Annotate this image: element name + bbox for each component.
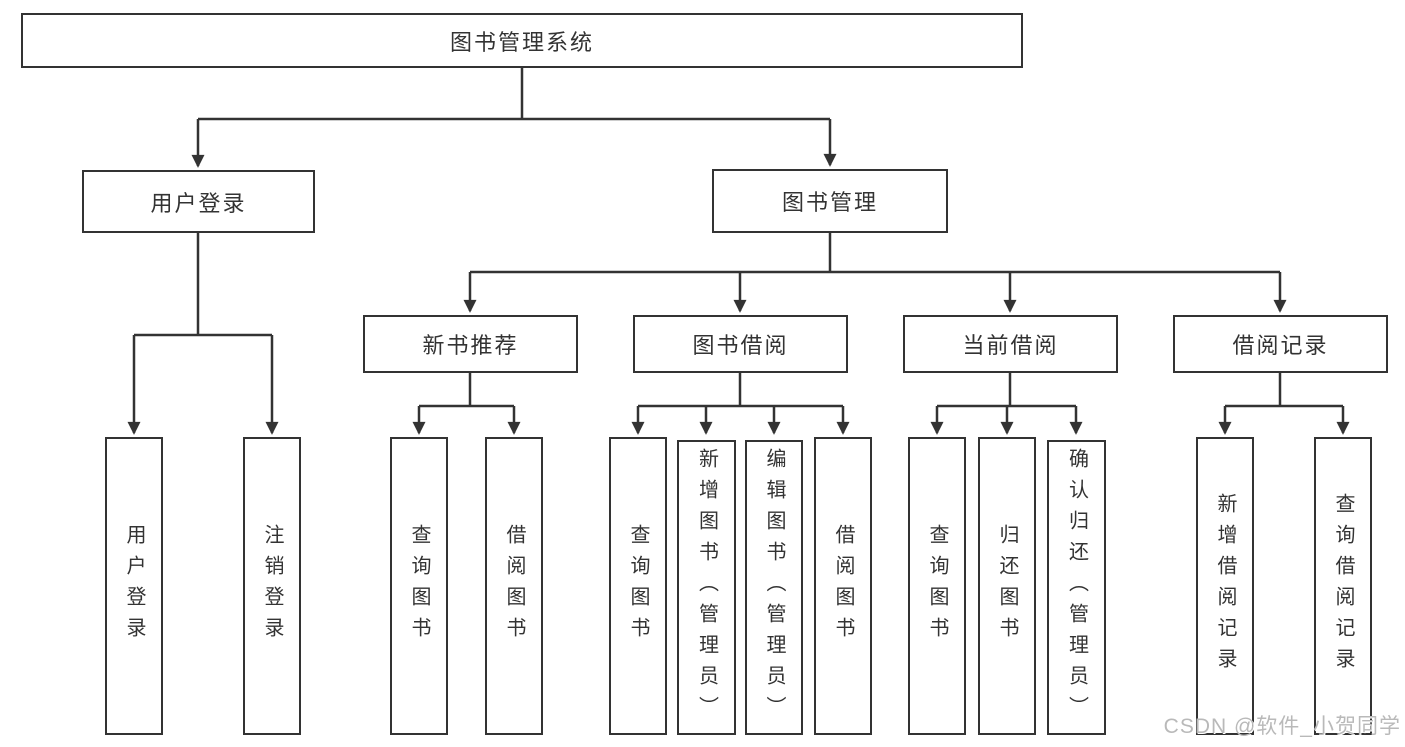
node-label: 用户登录: [150, 190, 247, 216]
leaf-return-books: 归还图书: [978, 437, 1036, 735]
node-borrowing-records: 借阅记录: [1173, 315, 1388, 373]
leaf-borrow-books-2: 借阅图书: [814, 437, 872, 735]
leaf-query-books-2: 查询图书: [609, 437, 667, 735]
node-label: 新增图书（管理员）: [695, 448, 718, 727]
node-library-management-system: 图书管理系统: [21, 13, 1023, 68]
node-label: 查询图书: [408, 524, 430, 648]
node-label: 借阅图书: [503, 524, 525, 648]
leaf-add-books-admin: 新增图书（管理员）: [677, 440, 736, 735]
leaf-edit-books-admin: 编辑图书（管理员）: [745, 440, 803, 735]
node-label: 借阅图书: [832, 524, 854, 648]
leaf-borrow-books-1: 借阅图书: [485, 437, 543, 735]
node-label: 新书推荐: [422, 333, 519, 358]
csdn-watermark: CSDN @软件_小贺同学: [1163, 715, 1401, 738]
node-label: 借阅记录: [1232, 333, 1329, 358]
node-label: 查询借阅记录: [1332, 493, 1354, 679]
node-new-book-recommendation: 新书推荐: [363, 315, 578, 373]
leaf-query-books-3: 查询图书: [908, 437, 966, 735]
leaf-logout: 注销登录: [243, 437, 301, 735]
leaf-user-login: 用户登录: [105, 437, 163, 735]
node-current-borrowing: 当前借阅: [903, 315, 1118, 373]
node-label: 新增借阅记录: [1214, 493, 1236, 679]
leaf-query-borrow-record: 查询借阅记录: [1314, 437, 1372, 735]
node-label: 图书管理系统: [449, 29, 594, 55]
node-book-borrowing: 图书借阅: [633, 315, 848, 373]
node-label: 图书管理: [781, 190, 878, 215]
node-label: 归还图书: [996, 524, 1018, 648]
leaf-confirm-return-admin: 确认归还（管理员）: [1047, 440, 1106, 735]
node-book-management: 图书管理: [712, 169, 948, 233]
leaf-query-books-1: 查询图书: [390, 437, 448, 735]
node-label: 编辑图书（管理员）: [763, 448, 785, 727]
node-label: 确认归还（管理员）: [1065, 448, 1088, 727]
leaf-add-borrow-record: 新增借阅记录: [1196, 437, 1254, 735]
node-label: 查询图书: [627, 524, 649, 648]
node-label: 注销登录: [261, 524, 283, 648]
node-user-login: 用户登录: [82, 170, 315, 233]
node-label: 查询图书: [926, 524, 948, 648]
node-label: 用户登录: [123, 524, 145, 648]
node-label: 图书借阅: [692, 333, 789, 358]
node-label: 当前借阅: [962, 333, 1059, 358]
